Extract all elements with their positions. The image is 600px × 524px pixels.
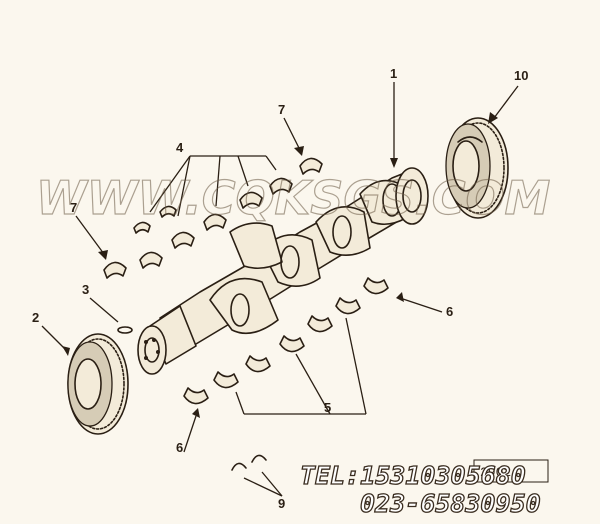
callout-5: 5 [324, 400, 331, 415]
callout-6-bottom: 6 [176, 440, 183, 455]
watermark-site: WWW.CQKSGS.COM [36, 171, 550, 225]
front-gear-part-10 [445, 117, 509, 219]
callout-10: 10 [514, 68, 528, 83]
callout-4: 4 [176, 140, 184, 155]
callout-3: 3 [82, 282, 89, 297]
reference-code: 2902 [480, 465, 511, 480]
lower-bearing-shells [183, 277, 389, 405]
thrust-washers-part-9 [231, 454, 267, 471]
leader-lines [41, 82, 519, 497]
callout-2: 2 [32, 310, 39, 325]
callout-6-right: 6 [446, 304, 453, 319]
reference-box [473, 459, 549, 483]
crankshaft-gear-part-2 [67, 333, 129, 435]
upper-bearing-shells [103, 157, 323, 279]
watermark-phone: TEL:15310305680 [300, 461, 526, 490]
callout-7-top: 7 [278, 102, 285, 117]
callout-1: 1 [390, 66, 397, 81]
callout-7-left: 7 [70, 200, 77, 215]
key-part-3 [117, 326, 133, 334]
watermark-phone-2: 023-65830950 [360, 489, 541, 518]
crankshaft-part-1 [137, 167, 429, 375]
callout-9: 9 [278, 496, 285, 511]
